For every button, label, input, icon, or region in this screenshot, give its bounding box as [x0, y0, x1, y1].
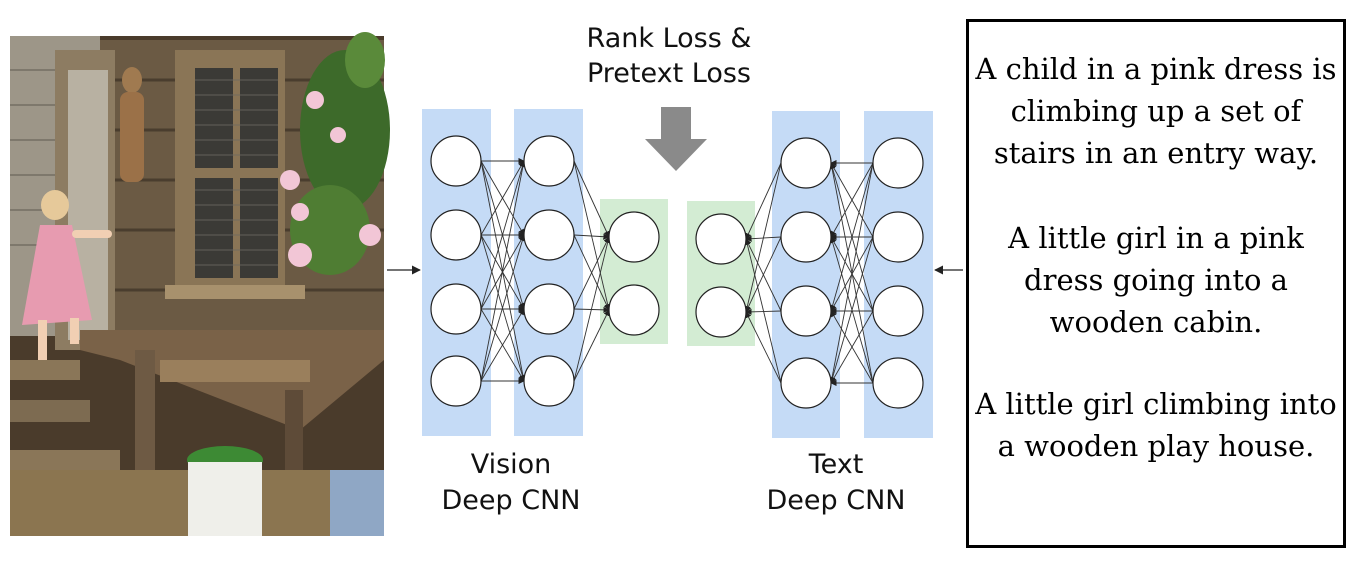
vision-edge: [573, 160, 611, 311]
vision-edge: [480, 160, 525, 236]
caption-1: A child in a pink dress is climbing up a…: [975, 52, 1337, 170]
vision-edge: [573, 309, 610, 382]
caption-3: A little girl climbing into a wooden pla…: [975, 387, 1337, 463]
vision-neuron: [523, 283, 575, 335]
text-neuron: [780, 137, 832, 189]
caption-2: A little girl in a pink dress going into…: [1008, 221, 1304, 339]
text-edge: [830, 310, 874, 384]
text-neuron: [872, 211, 924, 263]
text-edge: [745, 238, 782, 312]
caption-box: A child in a pink dress is climbing up a…: [966, 19, 1346, 548]
vision-label-line-2: Deep CNN: [442, 485, 581, 516]
text-edge: [745, 162, 782, 240]
text-neuron: [780, 357, 832, 409]
vision-neuron: [430, 135, 482, 187]
vision-neuron: [523, 355, 575, 407]
text-embedding-neuron: [695, 286, 747, 338]
text-neuron: [780, 285, 832, 337]
vision-edge: [573, 233, 610, 240]
vision-embedding-neuron: [608, 211, 660, 263]
text-embedding-neuron: [695, 213, 747, 265]
text-edge: [830, 162, 874, 238]
text-label-line-2: Deep CNN: [767, 485, 906, 516]
text-edge: [829, 162, 874, 312]
vision-edge: [573, 160, 610, 238]
network-neurons: [430, 135, 924, 409]
vision-neuron: [523, 135, 575, 187]
text-neuron: [872, 357, 924, 409]
vision-edge: [480, 308, 525, 382]
vision-label-line-1: Vision: [471, 449, 552, 480]
vision-neuron: [523, 209, 575, 261]
vision-neuron: [430, 209, 482, 261]
vision-edge: [480, 160, 526, 310]
text-edge: [745, 235, 782, 242]
vision-edge: [480, 234, 526, 382]
text-neuron: [872, 285, 924, 337]
text-edge: [829, 236, 874, 384]
vision-edge: [480, 160, 527, 382]
text-neuron: [872, 137, 924, 189]
loss-label-line-2: Pretext Loss: [587, 58, 751, 89]
text-edge: [745, 311, 782, 384]
text-edge: [744, 238, 782, 384]
vision-neuron: [430, 355, 482, 407]
vision-embedding-neuron: [608, 284, 660, 336]
network-connections: [480, 157, 874, 387]
loss-label-line-1: Rank Loss &: [587, 23, 752, 54]
input-photo: [10, 32, 390, 536]
vision-edge: [573, 236, 610, 310]
text-edge: [744, 162, 782, 313]
vision-edge: [573, 236, 611, 382]
text-label-line-1: Text: [808, 449, 864, 480]
text-edge: [828, 162, 874, 384]
loss-down-arrow: [645, 107, 707, 171]
vision-neuron: [430, 283, 482, 335]
text-neuron: [780, 211, 832, 263]
